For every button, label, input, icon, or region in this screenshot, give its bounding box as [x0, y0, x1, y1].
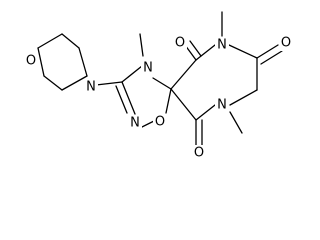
ring-nitrogen-2-label: N — [130, 116, 140, 131]
ring-nitrogen-4-label: N — [143, 61, 153, 76]
ring-oxygen-1-label: O — [155, 115, 165, 130]
carbonyl-oxygen-top-left-label: O — [175, 36, 185, 51]
carbonyl-oxygen-bottom-label: O — [194, 146, 204, 161]
morpholine-oxygen-label: O — [26, 54, 36, 69]
morpholine-nitrogen-label: N — [86, 80, 96, 95]
carbonyl-oxygen-right-label: O — [281, 36, 291, 51]
bond-lines — [37, 11, 283, 146]
imide-nitrogen-top-label: N — [217, 38, 227, 53]
imide-nitrogen-bottom-label: N — [217, 98, 227, 113]
atom-labels: O N N N O N N O O O — [24, 35, 293, 161]
chemical-structure-diagram: O N N N O N N O O O — [24, 11, 293, 161]
